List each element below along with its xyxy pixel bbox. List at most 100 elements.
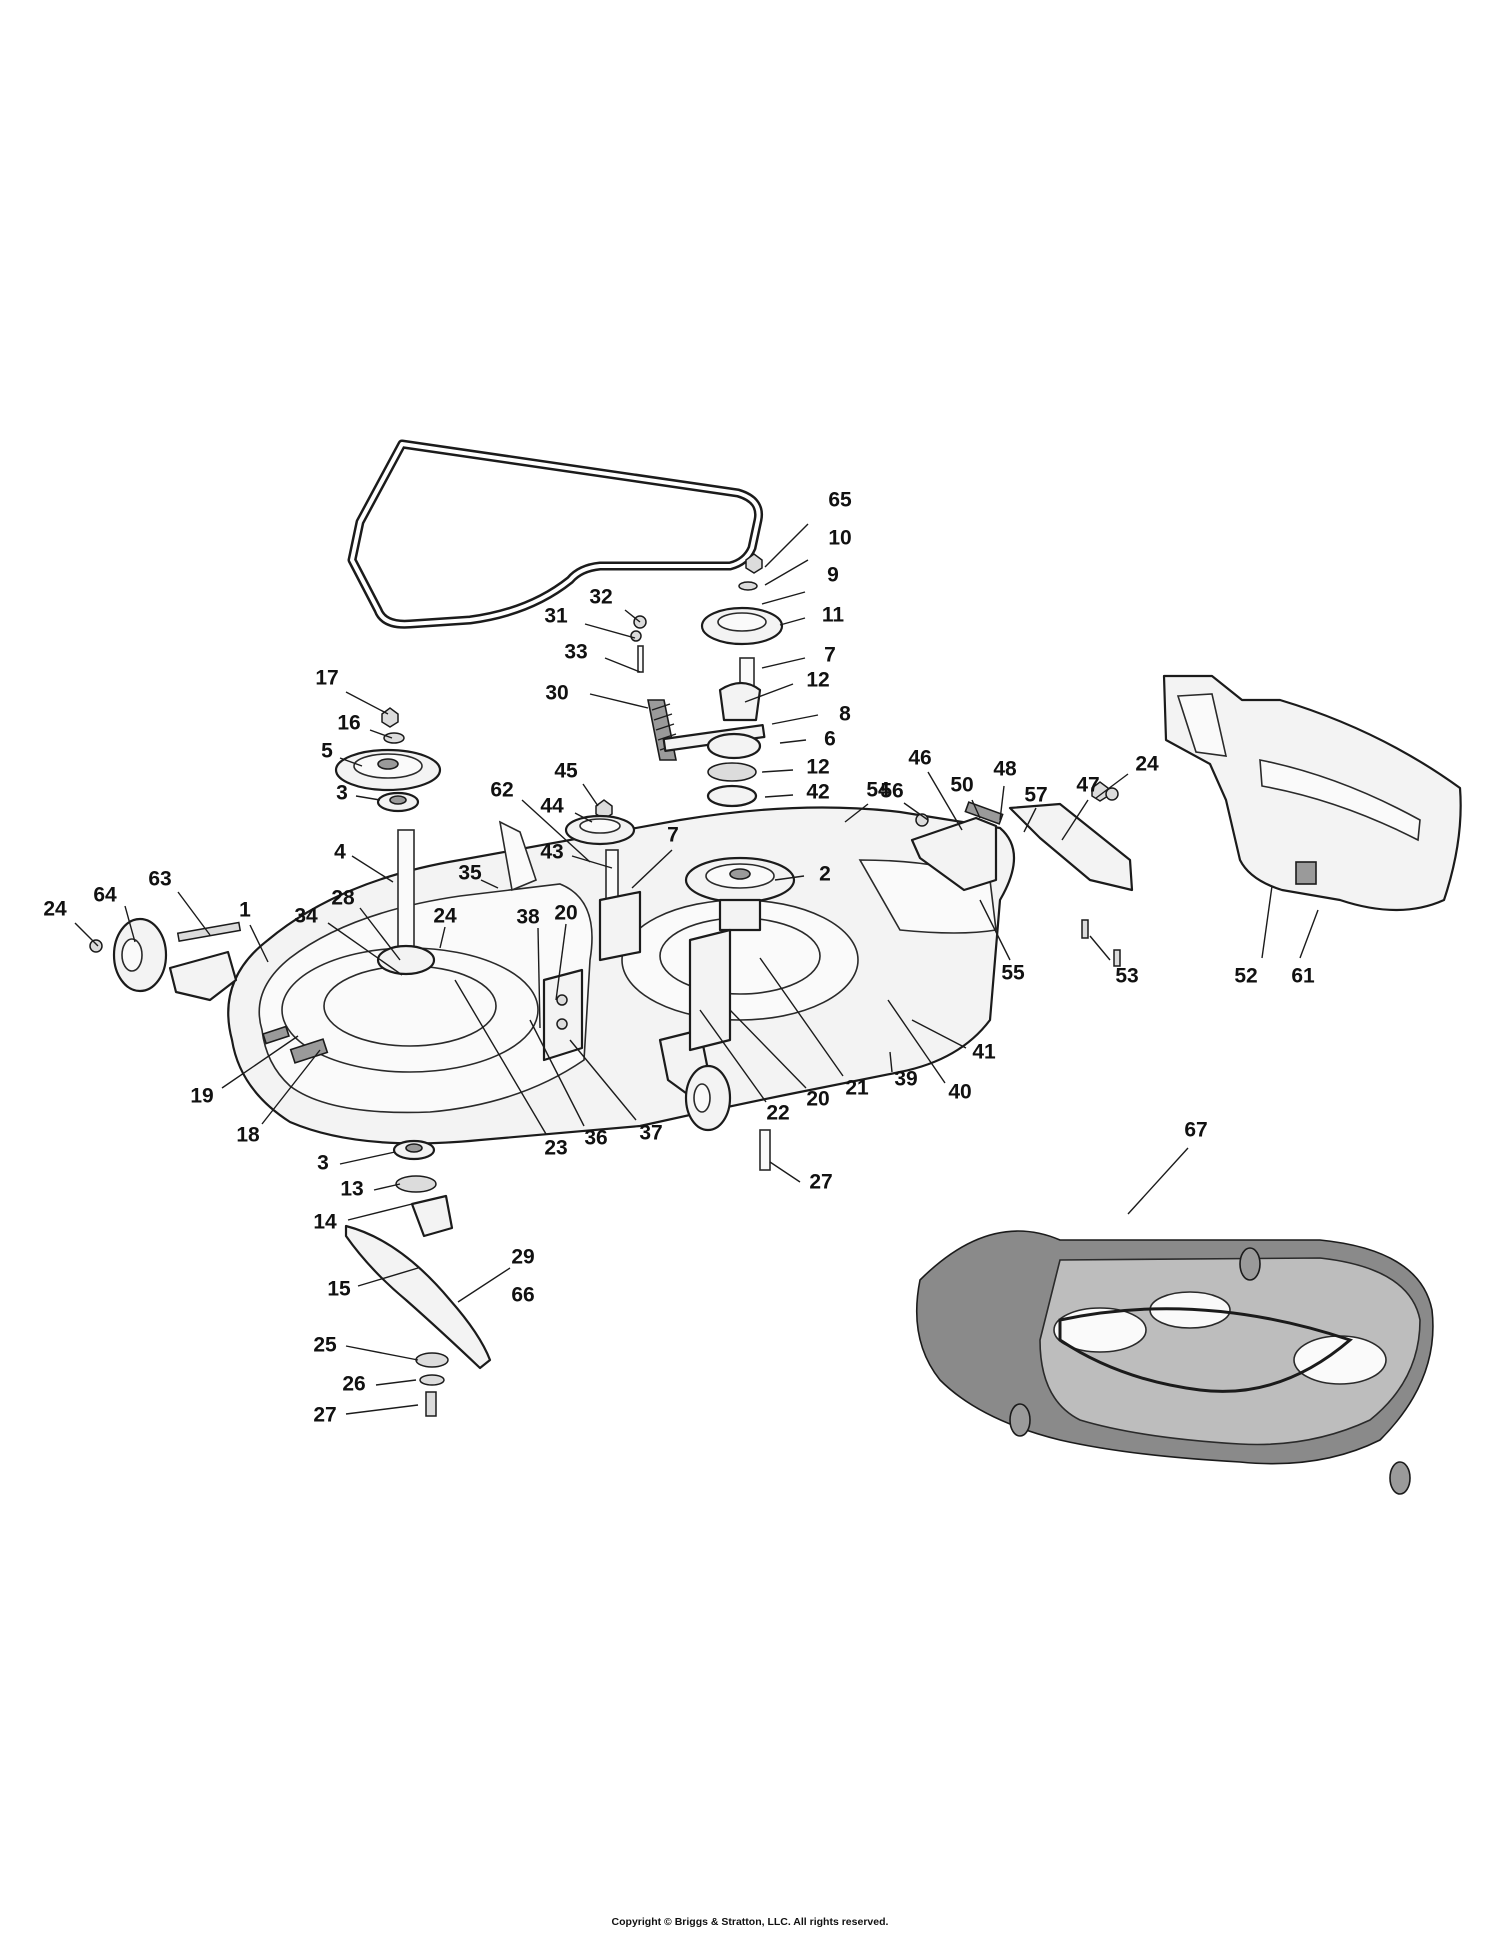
callout-leader-56 [903,802,929,821]
callout-label-18: 18 [236,1124,260,1147]
callout-leader-6 [779,739,807,744]
callout-label-27: 27 [809,1171,832,1194]
callout-label-19: 19 [190,1085,213,1108]
callout-leader-4 [351,855,394,883]
callout-leader-36 [529,1019,585,1127]
callout-leader-37 [569,1039,637,1121]
callout-leader-14 [347,1203,413,1221]
callout-label-13: 13 [340,1178,363,1201]
callout-label-28: 28 [331,887,355,910]
callout-label-17: 17 [315,667,338,690]
callout-leader-20 [555,923,567,1001]
callout-leader-29 [457,1267,511,1303]
callout-leader-40 [887,999,946,1084]
callout-label-12: 12 [806,669,829,692]
callout-label-47: 47 [1076,774,1099,797]
callout-leader-53 [1089,935,1111,961]
callout-leader-27 [769,1161,801,1183]
callout-label-3: 3 [317,1152,329,1175]
callout-leader-61 [1299,909,1319,959]
callout-leader-7 [761,657,806,669]
callout-leader-41 [911,1019,967,1049]
discharge-chute [1162,674,1462,912]
callout-leader-50 [971,799,981,819]
callout-leader-32 [624,609,641,623]
callout-label-46: 46 [908,747,931,770]
callout-label-65: 65 [828,489,852,512]
callout-label-38: 38 [516,906,540,929]
callout-label-62: 62 [490,779,513,802]
callout-leader-22 [699,1009,767,1103]
callout-leader-47 [1061,799,1089,841]
mower-deck-housing [227,806,1016,1145]
callout-leader-7 [631,849,673,889]
callout-leader-20 [729,1009,807,1089]
callout-leader-45 [582,783,599,807]
callout-label-6: 6 [824,728,836,751]
callout-label-24: 24 [1135,753,1159,776]
callout-label-10: 10 [828,527,851,550]
callout-label-64: 64 [93,884,117,907]
callout-label-48: 48 [993,758,1017,781]
blade-spindle-underside [344,1139,492,1417]
callout-label-50: 50 [950,774,973,797]
callout-leader-67 [1127,1147,1189,1215]
callout-label-39: 39 [894,1068,917,1091]
callout-leader-57 [1023,807,1037,833]
callout-leader-17 [345,691,389,715]
callout-label-9: 9 [827,564,839,587]
callout-label-41: 41 [972,1041,996,1064]
callout-label-24: 24 [43,898,67,921]
callout-label-54: 54 [866,779,890,802]
callout-label-45: 45 [554,760,578,783]
callout-leader-30 [589,693,649,709]
callout-label-1: 1 [239,899,251,922]
callout-leader-62 [521,799,591,863]
callout-leader-55 [979,899,1011,961]
callout-leader-3 [339,1151,396,1165]
callout-label-53: 53 [1115,965,1138,988]
callout-leader-24 [74,922,99,947]
callout-label-35: 35 [458,862,482,885]
callout-label-57: 57 [1024,784,1047,807]
callout-label-66: 66 [511,1284,534,1307]
callout-label-22: 22 [766,1102,789,1125]
callout-label-56: 56 [880,780,903,803]
callout-leader-11 [779,617,806,626]
callout-label-14: 14 [313,1211,337,1234]
idler-pulley-assembly [564,799,636,905]
callout-label-11: 11 [822,604,845,627]
callout-leader-2 [774,875,805,881]
callout-leader-19 [221,1035,299,1089]
callout-leader-24 [439,926,446,949]
callout-label-55: 55 [1001,962,1025,985]
callout-leader-8 [771,714,819,725]
callout-label-20: 20 [806,1088,829,1111]
callout-leader-39 [889,1051,893,1073]
callout-label-27: 27 [313,1404,336,1427]
callout-leader-52 [1261,885,1273,959]
callout-label-29: 29 [511,1246,534,1269]
callout-leader-13 [373,1183,401,1191]
callout-leader-26 [375,1379,417,1386]
callout-leader-12 [761,769,794,773]
callout-leader-25 [345,1345,419,1361]
callout-leader-46 [927,771,963,831]
callout-label-15: 15 [327,1278,351,1301]
callout-label-8: 8 [839,703,851,726]
callout-leader-23 [454,979,547,1135]
callout-leader-42 [764,794,794,798]
part-callouts: 6510911712861242232313330171653445444376… [43,489,1319,1427]
callout-leader-5 [339,757,363,767]
front-gauge-wheel-left [89,917,242,1002]
callout-label-25: 25 [313,1334,337,1357]
callout-leader-54 [844,803,869,823]
callout-leader-64 [124,905,136,943]
callout-leader-28 [359,907,401,961]
callout-label-42: 42 [806,781,829,804]
callout-label-52: 52 [1234,965,1257,988]
callout-label-67: 67 [1184,1119,1207,1142]
callout-label-5: 5 [321,740,333,763]
callout-label-23: 23 [544,1137,567,1160]
idler-arm-stack [662,553,784,808]
